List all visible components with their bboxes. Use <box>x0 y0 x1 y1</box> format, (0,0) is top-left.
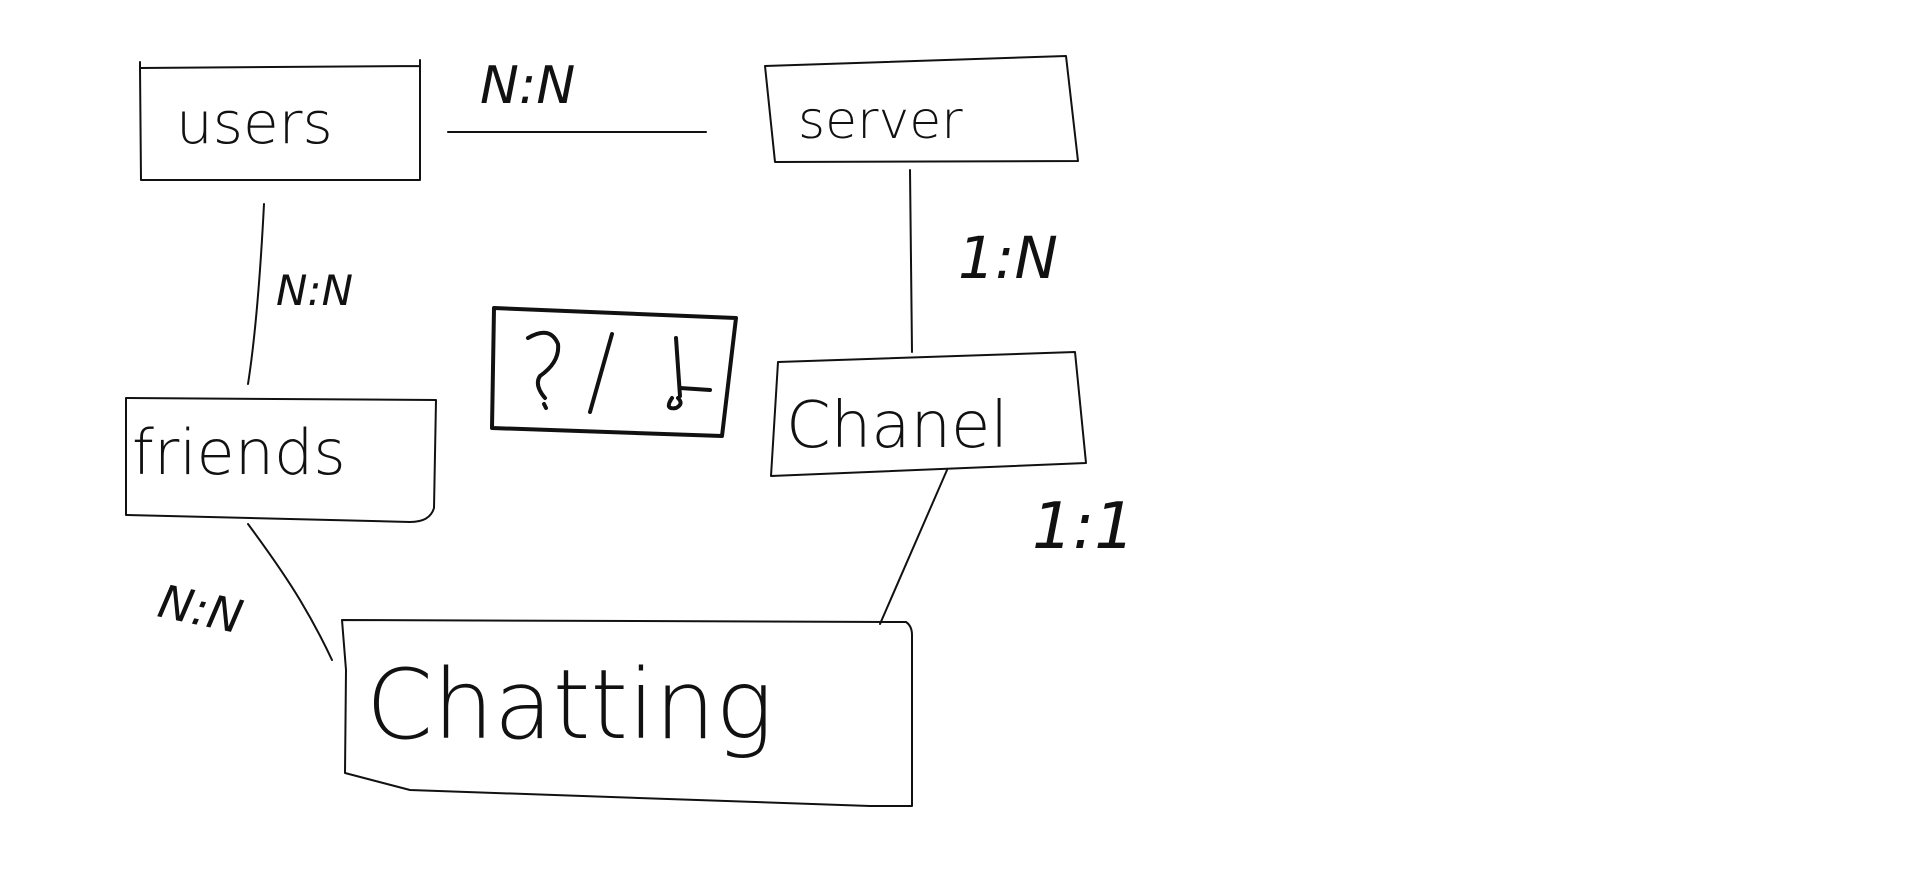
connector-users-friends <box>247 203 265 385</box>
entity-users: users <box>139 59 421 181</box>
relation-users-friends-label: N:N <box>276 266 353 315</box>
relation-server-chanel-label: 1:N <box>958 224 1058 292</box>
entity-friends-box <box>125 397 437 523</box>
relation-server-chanel: 1:N <box>909 169 1058 353</box>
question-symbol-box <box>490 306 738 438</box>
entity-users-label: users <box>176 89 333 157</box>
entity-server-box <box>764 55 1079 163</box>
question-mark-icon <box>526 330 561 410</box>
entity-chatting-label: Chatting <box>366 649 773 761</box>
entity-users-box <box>139 59 421 181</box>
connector-chanel-chatting <box>879 469 948 625</box>
entity-chanel-box <box>770 351 1087 477</box>
entity-server: server <box>764 55 1079 163</box>
relation-users-friends: N:N <box>247 203 353 385</box>
entity-server-label: server <box>798 91 963 151</box>
relation-chanel-chatting: 1:1 <box>879 469 1135 625</box>
entity-chanel-label: Chanel <box>786 389 1008 463</box>
entity-friends-label: friends <box>132 416 346 489</box>
relation-friends-chatting-label: N:N <box>154 574 248 644</box>
connector-server-chanel <box>909 169 913 353</box>
entity-friends: friends <box>125 397 437 523</box>
relation-chanel-chatting-label: 1:1 <box>1032 490 1135 564</box>
exclamation-icon <box>666 336 712 411</box>
entity-chatting-box <box>341 619 913 807</box>
entity-chanel: Chanel <box>770 351 1087 477</box>
question-symbol <box>490 306 738 438</box>
slash-icon <box>588 332 614 414</box>
relation-users-server: N:N <box>447 56 707 133</box>
relation-users-server-label: N:N <box>480 56 575 116</box>
connector-friends-chatting <box>247 523 333 661</box>
entity-chatting: Chatting <box>341 619 913 807</box>
relation-friends-chatting: N:N <box>154 523 333 661</box>
